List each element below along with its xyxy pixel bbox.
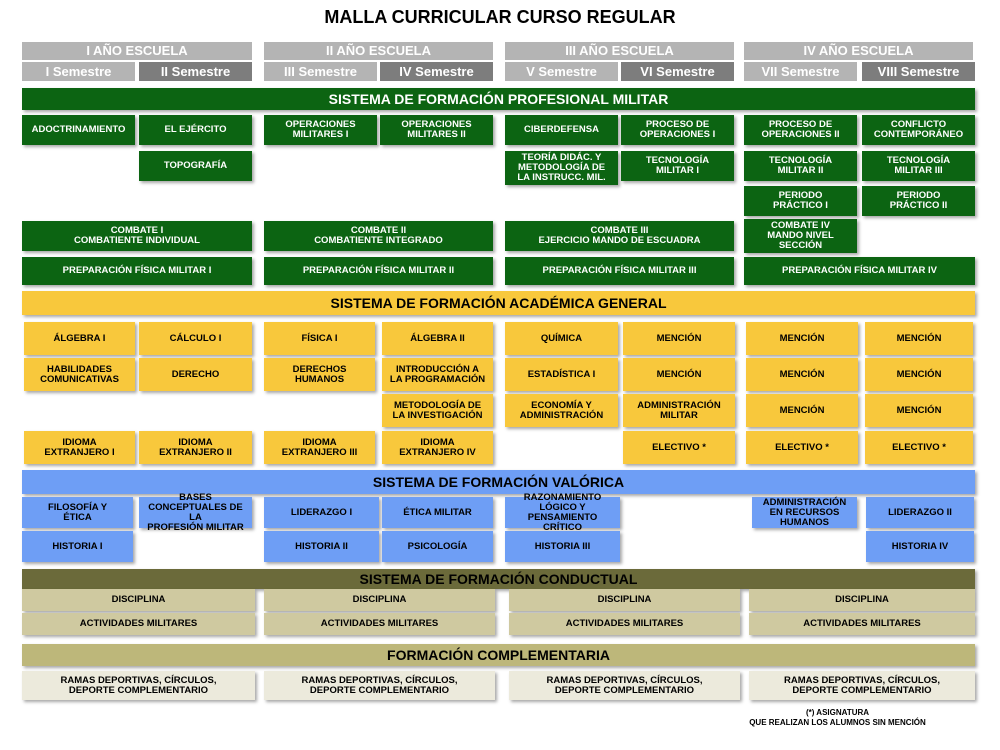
subject-box: ELECTIVO * [746, 431, 858, 464]
subject-box: FILOSOFÍA Y ÉTICA [22, 497, 133, 528]
subject-box: DERECHOS HUMANOS [264, 358, 375, 391]
subject-box: ÁLGEBRA II [382, 322, 493, 355]
subject-box: CÁLCULO I [139, 322, 252, 355]
subject-box: ÁLGEBRA I [24, 322, 135, 355]
subject-box: TEORÍA DIDÁC. Y METODOLOGÍA DE LA INSTRU… [505, 151, 618, 185]
subject-box: COMBATE III EJERCICIO MANDO DE ESCUADRA [505, 221, 734, 251]
subject-box: TOPOGRAFÍA [139, 151, 252, 181]
subject-box: ACTIVIDADES MILITARES [22, 613, 255, 635]
subject-box: PREPARACIÓN FÍSICA MILITAR I [22, 257, 252, 285]
subject-box: ADMINISTRACIÓN MILITAR [623, 394, 735, 427]
semester-header: I Semestre [22, 62, 135, 81]
subject-box: COMBATE IV MANDO NIVEL SECCIÓN [744, 219, 857, 253]
subject-box: PREPARACIÓN FÍSICA MILITAR III [505, 257, 734, 285]
subject-box: EL EJÉRCITO [139, 115, 252, 145]
subject-box: RAMAS DEPORTIVAS, CÍRCULOS, DEPORTE COMP… [22, 671, 255, 700]
footnote: (*) ASIGNATURA QUE REALIZAN LOS ALUMNOS … [749, 708, 926, 727]
year-header: II AÑO ESCUELA [264, 42, 493, 60]
subject-box: DISCIPLINA [749, 589, 975, 611]
subject-box: TECNOLOGÍA MILITAR II [744, 151, 857, 181]
subject-box: ACTIVIDADES MILITARES [749, 613, 975, 635]
semester-header: II Semestre [139, 62, 252, 81]
subject-box: PREPARACIÓN FÍSICA MILITAR IV [744, 257, 975, 285]
subject-box: PERIODO PRÁCTICO II [862, 186, 975, 216]
year-header: I AÑO ESCUELA [22, 42, 252, 60]
subject-box: IDIOMA EXTRANJERO I [24, 431, 135, 464]
subject-box: RAZONAMIENTO LÓGICO Y PENSAMIENTO CRÍTIC… [505, 492, 620, 532]
subject-box: RAMAS DEPORTIVAS, CÍRCULOS, DEPORTE COMP… [264, 671, 495, 700]
subject-box: LIDERAZGO I [264, 497, 379, 528]
subject-box: CIBERDEFENSA [505, 115, 618, 145]
semester-header: VI Semestre [621, 62, 734, 81]
section-header-conductual: SISTEMA DE FORMACIÓN CONDUCTUAL [22, 569, 975, 589]
subject-box: HISTORIA II [264, 531, 379, 562]
subject-box: INTRODUCCIÓN A LA PROGRAMACIÓN [382, 358, 493, 391]
subject-box: ACTIVIDADES MILITARES [264, 613, 495, 635]
subject-box: IDIOMA EXTRANJERO IV [382, 431, 493, 464]
subject-box: ÉTICA MILITAR [382, 497, 493, 528]
subject-box: PROCESO DE OPERACIONES II [744, 115, 857, 145]
semester-header: VII Semestre [744, 62, 857, 81]
subject-box: PROCESO DE OPERACIONES I [621, 115, 734, 145]
subject-box: PSICOLOGÍA [382, 531, 493, 562]
subject-box: ADMINISTRACIÓN EN RECURSOS HUMANOS [752, 497, 857, 528]
semester-header: III Semestre [264, 62, 377, 81]
subject-box: LIDERAZGO II [866, 497, 974, 528]
subject-box: HABILIDADES COMUNICATIVAS [24, 358, 135, 391]
year-header: III AÑO ESCUELA [505, 42, 734, 60]
subject-box: TECNOLOGÍA MILITAR I [621, 151, 734, 181]
semester-header: V Semestre [505, 62, 618, 81]
semester-header: IV Semestre [380, 62, 493, 81]
subject-box: RAMAS DEPORTIVAS, CÍRCULOS, DEPORTE COMP… [509, 671, 740, 700]
year-header: IV AÑO ESCUELA [744, 42, 973, 60]
subject-box: OPERACIONES MILITARES II [380, 115, 493, 145]
subject-box: HISTORIA IV [866, 531, 974, 562]
subject-box: MENCIÓN [865, 394, 973, 427]
subject-box: PREPARACIÓN FÍSICA MILITAR II [264, 257, 493, 285]
subject-box: HISTORIA I [22, 531, 133, 562]
subject-box: ESTADÍSTICA I [505, 358, 618, 391]
subject-box: IDIOMA EXTRANJERO II [139, 431, 252, 464]
subject-box: COMBATE I COMBATIENTE INDIVIDUAL [22, 221, 252, 251]
subject-box: ADOCTRINAMIENTO [22, 115, 135, 145]
subject-box: QUÍMICA [505, 322, 618, 355]
page-title: MALLA CURRICULAR CURSO REGULAR [324, 7, 676, 27]
subject-box: HISTORIA III [505, 531, 620, 562]
subject-box: BASES CONCEPTUALES DE LA PROFESIÓN MILIT… [139, 492, 252, 532]
subject-box: FÍSICA I [264, 322, 375, 355]
subject-box: ECONOMÍA Y ADMINISTRACIÓN [505, 394, 618, 427]
subject-box: MENCIÓN [623, 358, 735, 391]
subject-box: ELECTIVO * [623, 431, 735, 464]
subject-box: MENCIÓN [623, 322, 735, 355]
subject-box: TECNOLOGÍA MILITAR III [862, 151, 975, 181]
subject-box: PERIODO PRÁCTICO I [744, 186, 857, 216]
subject-box: MENCIÓN [746, 322, 858, 355]
subject-box: COMBATE II COMBATIENTE INTEGRADO [264, 221, 493, 251]
subject-box: MENCIÓN [746, 358, 858, 391]
subject-box: MENCIÓN [865, 358, 973, 391]
section-header-academica: SISTEMA DE FORMACIÓN ACADÉMICA GENERAL [22, 291, 975, 315]
subject-box: MENCIÓN [865, 322, 973, 355]
subject-box: METODOLOGÍA DE LA INVESTIGACIÓN [382, 394, 493, 427]
section-header-profesional: SISTEMA DE FORMACIÓN PROFESIONAL MILITAR [22, 88, 975, 110]
subject-box: ELECTIVO * [865, 431, 973, 464]
subject-box: DISCIPLINA [264, 589, 495, 611]
subject-box: MENCIÓN [746, 394, 858, 427]
subject-box: ACTIVIDADES MILITARES [509, 613, 740, 635]
subject-box: OPERACIONES MILITARES I [264, 115, 377, 145]
subject-box: DERECHO [139, 358, 252, 391]
subject-box: CONFLICTO CONTEMPORÁNEO [862, 115, 975, 145]
subject-box: RAMAS DEPORTIVAS, CÍRCULOS, DEPORTE COMP… [749, 671, 975, 700]
section-header-complementaria: FORMACIÓN COMPLEMENTARIA [22, 644, 975, 666]
semester-header: VIII Semestre [862, 62, 975, 81]
subject-box: DISCIPLINA [22, 589, 255, 611]
subject-box: IDIOMA EXTRANJERO III [264, 431, 375, 464]
section-header-valorica: SISTEMA DE FORMACIÓN VALÓRICA [22, 470, 975, 494]
subject-box: DISCIPLINA [509, 589, 740, 611]
